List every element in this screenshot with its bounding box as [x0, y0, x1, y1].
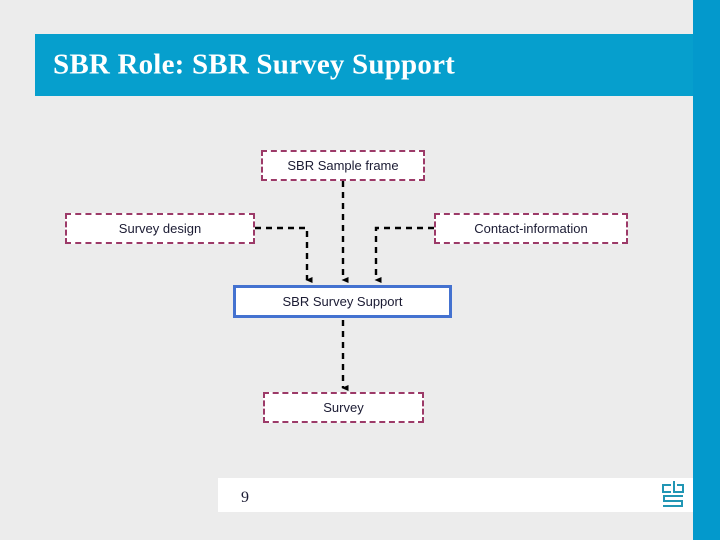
page-number: 9 — [241, 489, 249, 506]
node-label: Survey — [323, 400, 364, 415]
node-label: Contact-information — [474, 221, 588, 236]
diagram-node-sbr-survey-support[interactable]: SBR Survey Support — [233, 285, 452, 318]
page-title: SBR Role: SBR Survey Support — [53, 48, 455, 81]
node-label: SBR Survey Support — [282, 294, 403, 309]
right-accent-stripe — [693, 0, 720, 540]
node-label: Survey design — [118, 221, 202, 236]
diagram-node-contact-information[interactable]: Contact-information — [434, 213, 628, 244]
edge-survey-design-to-survey-support — [255, 226, 313, 283]
diagram-node-sample-frame[interactable]: SBR Sample frame — [261, 150, 425, 181]
cbs-logo-icon — [662, 481, 684, 507]
edge-contact-info-to-survey-support — [374, 226, 434, 283]
title-banner: SBR Role: SBR Survey Support — [35, 34, 693, 96]
diagram-node-survey[interactable]: Survey — [263, 392, 424, 423]
footer-bar — [218, 478, 693, 512]
node-label: SBR Sample frame — [287, 158, 399, 173]
diagram-node-survey-design[interactable]: Survey design — [65, 213, 255, 244]
